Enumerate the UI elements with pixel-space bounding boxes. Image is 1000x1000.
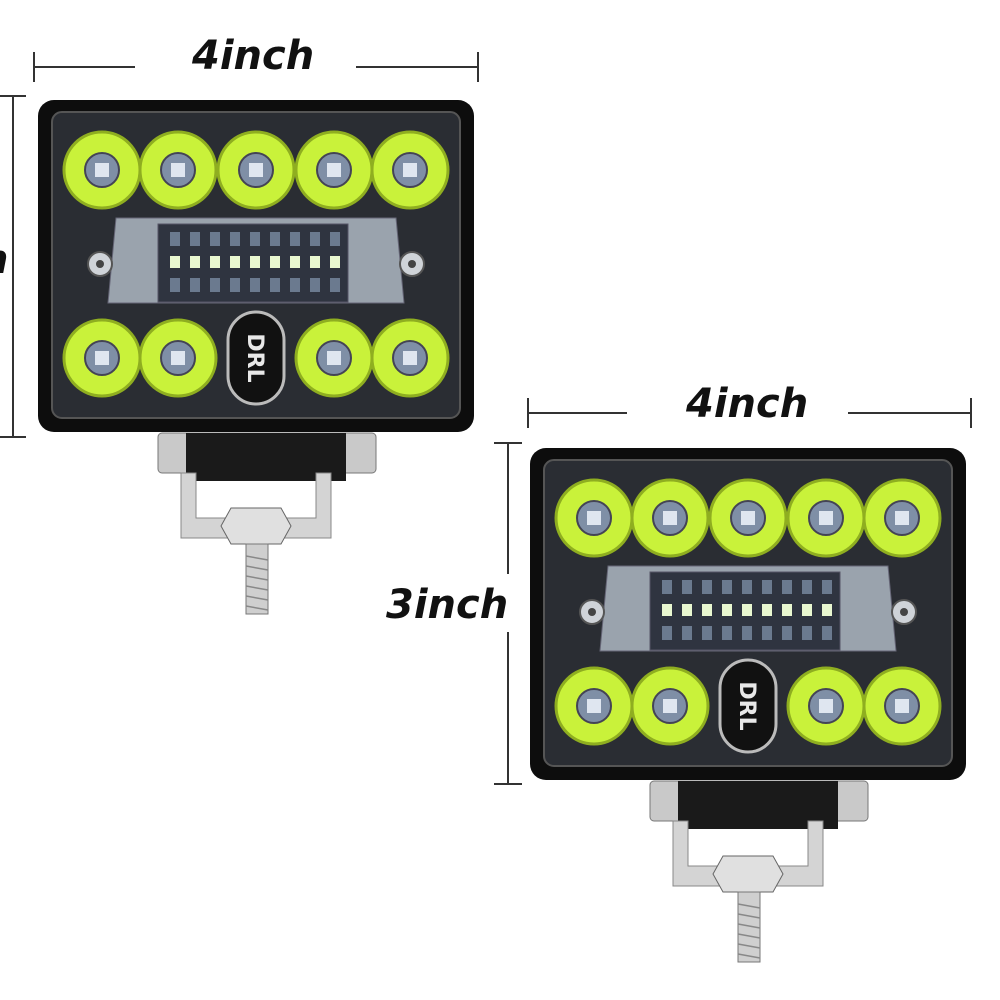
led-work-light-drawing: DRL: [530, 448, 966, 963]
top-width-tick-right: [477, 52, 479, 82]
top-height-tick-bottom: [0, 436, 26, 438]
bottom-led-row: [554, 666, 942, 746]
led-work-light-bottom: DRL: [528, 446, 968, 966]
bottom-width-label: 4inch: [686, 381, 809, 427]
bottom-height-tick-bottom: [494, 783, 522, 785]
top-led-row: [554, 478, 942, 558]
bottom-width-line-right: [848, 412, 972, 414]
led-work-light-drawing: DRL: [38, 100, 474, 615]
screw-right: [399, 251, 425, 277]
led-strip: [107, 217, 405, 304]
bottom-width-tick-left: [527, 398, 529, 428]
bottom-height-label: 3inch: [386, 582, 509, 628]
bottom-height-tick-top: [494, 442, 522, 444]
bottom-led-row: [62, 318, 450, 398]
bottom-width-tick-right: [970, 398, 972, 428]
bottom-height-line-top: [507, 442, 509, 574]
top-width-line-right: [356, 66, 478, 68]
top-width-tick-left: [33, 52, 35, 82]
top-height-tick-top: [0, 95, 26, 97]
screw-left: [87, 251, 113, 277]
drl-badge-text: DRL: [734, 681, 759, 730]
top-led-row: [62, 130, 450, 210]
top-height-line: [12, 95, 14, 437]
top-height-label-cropped: h: [0, 240, 8, 280]
mounting-bracket: [649, 780, 869, 963]
top-width-label: 4inch: [192, 33, 315, 79]
top-width-line-left: [33, 66, 135, 68]
screw-right: [891, 599, 917, 625]
bottom-height-line-bottom: [507, 632, 509, 784]
drl-badge: DRL: [226, 310, 286, 406]
drl-badge-text: DRL: [242, 333, 267, 382]
bottom-width-line-left: [527, 412, 627, 414]
led-strip: [599, 565, 897, 652]
drl-badge: DRL: [718, 658, 778, 754]
screw-left: [579, 599, 605, 625]
led-work-light-top: DRL: [36, 98, 476, 618]
mounting-bracket: [157, 432, 377, 615]
